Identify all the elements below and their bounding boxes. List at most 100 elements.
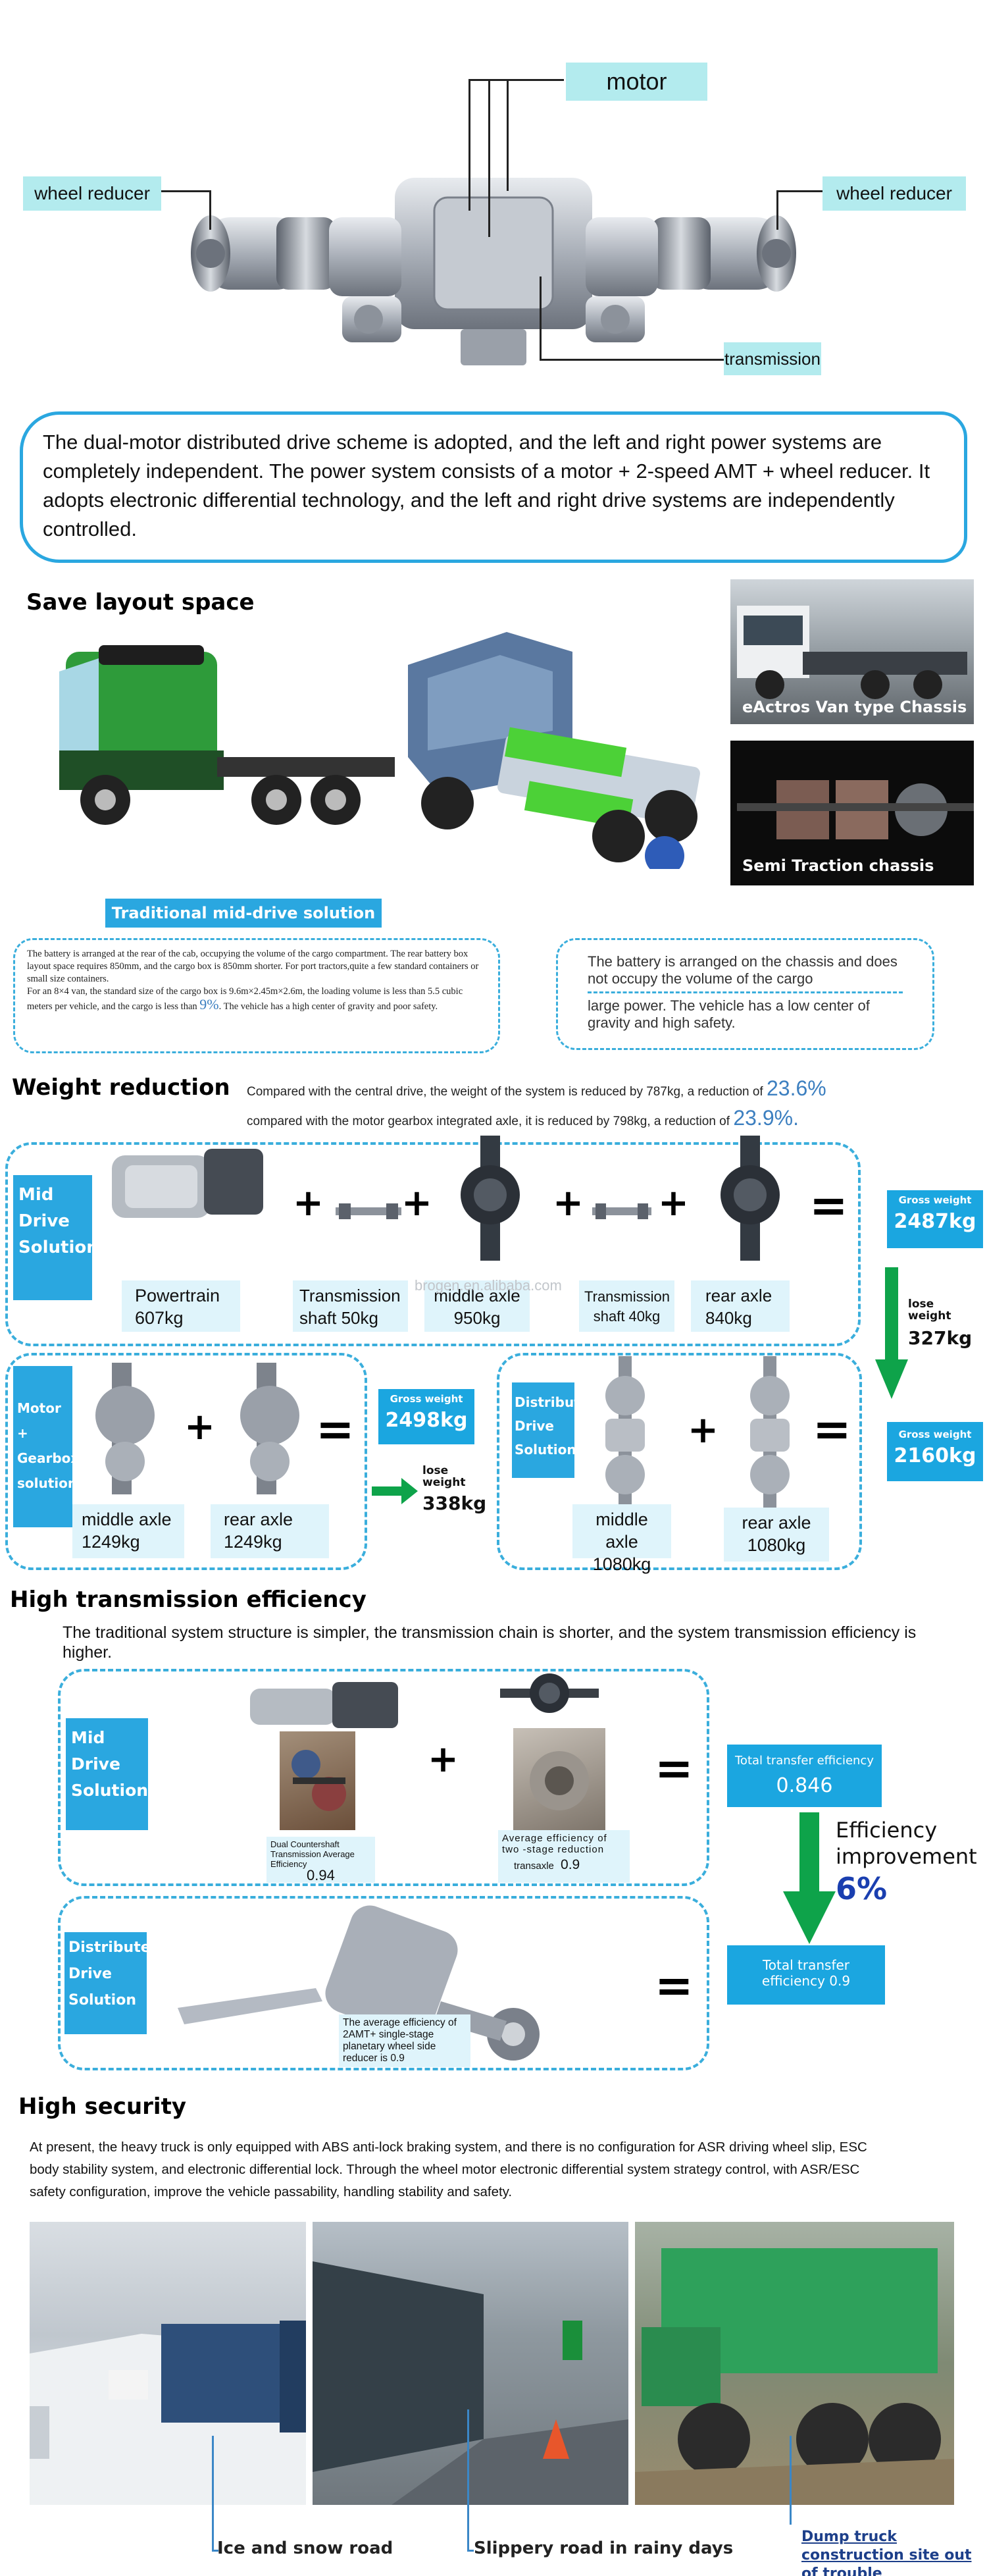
- weight-section-title: Weight reduction: [12, 1074, 230, 1101]
- mid-drive-weight-label: Mid Drive Solution: [13, 1175, 99, 1300]
- mid-drive-efficiency-box: [58, 1669, 709, 1886]
- lose-weight-1-label: lose weight: [908, 1298, 951, 1323]
- weight-line-1: Compared with the central drive, the wei…: [247, 1076, 826, 1101]
- gearbox-middle-caption: middle axle 1249kg: [72, 1504, 184, 1558]
- plus-sign-5: +: [184, 1406, 215, 1448]
- transaxle-line: transaxle 0.9: [514, 1858, 626, 1872]
- distributed-middle-name: middle axle: [595, 1510, 648, 1552]
- plus-sign-6: +: [688, 1409, 719, 1452]
- total-efficiency-box-2: Total transfer efficiency 0.9: [727, 1945, 885, 2005]
- equals-sign-5: =: [655, 1958, 694, 2012]
- left-leader-v: [209, 190, 211, 230]
- traditional-note-text: The battery is arranged at the rear of t…: [27, 948, 486, 1013]
- lose-weight-2: lose weight 338kg: [422, 1465, 486, 1514]
- snow-caption-leader-h: [212, 2550, 218, 2552]
- middle-axle-950-image: [461, 1136, 520, 1261]
- gross-weight-box-3: Gross weight 2498kg: [378, 1389, 474, 1444]
- distributed-middle-weight: 1080kg: [592, 1554, 651, 1574]
- weight-line-2: compared with the motor gearbox integrat…: [247, 1106, 799, 1130]
- planetary-caption: The average efficiency of 2AMT+ single-s…: [339, 2014, 470, 2067]
- efficiency-section-title: High transmission efficiency: [10, 1587, 367, 1613]
- rainy-road-photo: [313, 2222, 628, 2505]
- axle-illustration: [191, 178, 796, 365]
- distributed-weight-box: [497, 1353, 862, 1570]
- equals-sign-4: =: [655, 1741, 694, 1795]
- countershaft-photo: [280, 1731, 355, 1830]
- shaft-40-caption: Transmission shaft 40kg: [579, 1280, 674, 1332]
- efficiency-improvement-value: 6%: [836, 1871, 888, 1906]
- wheel-reducer-right-label: wheel reducer: [822, 176, 966, 211]
- efficiency-improvement-label: Efficiency improvement: [836, 1818, 977, 1869]
- weight-line-1-pct: 23.6%: [766, 1076, 826, 1100]
- lose-weight-2-value: 338kg: [422, 1492, 487, 1514]
- gearbox-weight-box: [5, 1353, 367, 1570]
- snow-caption-leader-v: [212, 2436, 214, 2551]
- watermark: brogen.en.alibaba.com: [415, 1277, 562, 1294]
- distributed-note-box: The battery is arranged on the chassis a…: [556, 938, 934, 1050]
- dump-truck-photo: [635, 2222, 954, 2505]
- reduction-caption-text: Average efficiency of two -stage reducti…: [502, 1833, 607, 1855]
- distributed-rear-axle-image: [750, 1356, 790, 1514]
- motor-leader-v1: [468, 79, 470, 211]
- rear-axle-840-image: [721, 1136, 780, 1261]
- lose-weight-1-value: 327kg: [908, 1327, 973, 1349]
- gross-weight-3-value: 2498kg: [385, 1409, 468, 1432]
- transmission-shaft-50-image: [336, 1203, 401, 1219]
- dump-caption: Dump truck construction site out of trou…: [801, 2529, 972, 2576]
- motor-leader-v2: [488, 79, 490, 237]
- plus-sign-3: +: [553, 1182, 584, 1224]
- powertrain-caption: Powertrain 607kg: [122, 1280, 240, 1332]
- dump-caption-leader-v: [790, 2436, 792, 2525]
- semi-traction-photo: Semi Traction chassis: [730, 741, 974, 885]
- equals-sign-3: =: [813, 1402, 851, 1456]
- powertrain-image: [112, 1149, 263, 1218]
- traditional-note-3: . The vehicle has a high center of gravi…: [218, 1001, 438, 1012]
- motor-leader-v3: [507, 79, 509, 191]
- plus-sign-7: +: [428, 1738, 459, 1781]
- gross-weight-box-1: Gross weight 2487kg: [887, 1190, 983, 1248]
- lose-weight-2-label: lose weight: [422, 1464, 466, 1489]
- intro-box: The dual-motor distributed drive scheme …: [20, 411, 967, 563]
- distributed-middle-caption: middle axle 1080kg: [572, 1504, 671, 1574]
- traditional-note-box: The battery is arranged at the rear of t…: [13, 938, 500, 1053]
- rainy-caption-leader-h: [467, 2550, 474, 2552]
- gearbox-rear-name: rear axle: [224, 1510, 293, 1529]
- planetary-axle-image: [178, 1905, 540, 2061]
- total-efficiency-1-label: Total transfer efficiency: [735, 1754, 874, 1768]
- plus-sign-2: +: [401, 1182, 432, 1224]
- equals-sign-2: =: [316, 1402, 355, 1456]
- distributed-middle-axle-image: [605, 1356, 645, 1514]
- distributed-note-divider: [588, 991, 903, 993]
- total-efficiency-box-1: Total transfer efficiency 0.846: [727, 1745, 882, 1807]
- distributed-weight-label: Distributed Drive Solution: [512, 1382, 599, 1478]
- gearbox-middle-weight: 1249kg: [82, 1532, 140, 1552]
- green-truck-image: [59, 645, 395, 825]
- lose-weight-1: lose weight 327kg: [908, 1298, 972, 1349]
- mid-drive-weight-box: [5, 1142, 861, 1346]
- transmission-leader-v: [540, 276, 542, 361]
- transaxle-image: [500, 1673, 599, 1713]
- transmission-label: transmission: [724, 342, 821, 375]
- traditional-note-1: The battery is arranged at the rear of t…: [27, 949, 479, 984]
- mid-drive-efficiency-label: Mid Drive Solution: [66, 1718, 148, 1830]
- down-arrow-1: [875, 1267, 908, 1399]
- gearbox-rear-axle-image: [240, 1363, 299, 1494]
- efficiency-improvement: Efficiency improvement 6%: [836, 1817, 984, 1906]
- semi-traction-caption: Semi Traction chassis: [742, 856, 934, 875]
- rear-axle-840-weight: 840kg: [705, 1308, 752, 1328]
- plus-sign-1: +: [293, 1182, 324, 1224]
- eactros-caption: eActros Van type Chassis: [742, 698, 967, 716]
- eactros-photo: eActros Van type Chassis: [730, 579, 974, 724]
- gross-weight-2-value: 2160kg: [894, 1444, 976, 1467]
- layout-section-title: Save layout space: [26, 589, 255, 616]
- gross-weight-1-label: Gross weight: [898, 1194, 972, 1206]
- plus-sign-4: +: [658, 1182, 689, 1224]
- gearbox-rear-weight: 1249kg: [224, 1532, 282, 1552]
- distributed-note-2: large power. The vehicle has a low cente…: [588, 997, 870, 1031]
- gross-weight-1-value: 2487kg: [894, 1210, 976, 1233]
- down-arrow-efficiency: [783, 1812, 836, 1944]
- gross-weight-2-label: Gross weight: [898, 1429, 972, 1440]
- powertrain-name: Powertrain: [135, 1286, 220, 1305]
- transaxle-caption: transaxle: [514, 1860, 554, 1872]
- weight-line-1-text: Compared with the central drive, the wei…: [247, 1085, 763, 1099]
